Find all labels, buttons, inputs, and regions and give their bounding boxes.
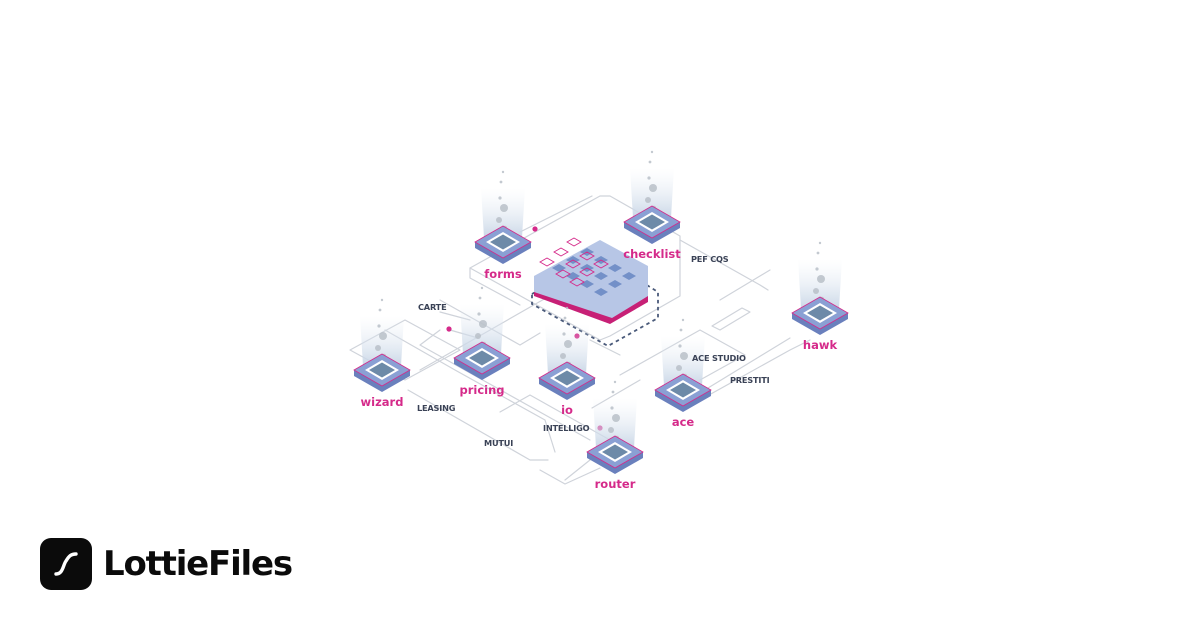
- edge-label: MUTUI: [484, 438, 513, 448]
- particle-dot: [499, 180, 503, 184]
- node-label: io: [561, 403, 573, 417]
- node-label: ace: [672, 415, 695, 429]
- node-label: wizard: [361, 395, 404, 409]
- particle-dot: [500, 204, 508, 212]
- lottie-s-curve-icon: [40, 538, 92, 590]
- node-label: hawk: [803, 338, 838, 352]
- particle-dot: [681, 318, 685, 322]
- node-label: checklist: [623, 247, 681, 261]
- particle-dot: [560, 353, 566, 359]
- particle-dot: [564, 340, 572, 348]
- particle-dot: [680, 352, 688, 360]
- particle-dot: [647, 176, 651, 180]
- brand-name: LottieFiles: [103, 544, 293, 584]
- particle-dot: [610, 406, 614, 410]
- node-io[interactable]: io: [538, 306, 596, 417]
- chip-core: [639, 214, 665, 230]
- particle-dot: [679, 328, 683, 332]
- chip-core: [490, 234, 516, 250]
- beam: [545, 324, 589, 374]
- particle-dot: [480, 286, 484, 290]
- node-label: router: [595, 477, 636, 491]
- central-board-outline: [469, 195, 681, 341]
- central-board: [534, 237, 648, 324]
- node-forms[interactable]: forms: [474, 170, 532, 281]
- particle-dot: [377, 324, 381, 328]
- beam: [593, 398, 637, 448]
- node-pricing[interactable]: pricing: [453, 286, 511, 397]
- edge-label: CARTE: [418, 302, 446, 312]
- node-ace[interactable]: ace: [654, 318, 712, 429]
- node-checklist[interactable]: checklist: [623, 150, 681, 261]
- edge-label: INTELLIGO: [543, 423, 590, 433]
- edge-label: PRESTITI: [730, 375, 770, 385]
- particle-dot: [565, 306, 569, 310]
- chip-core: [807, 305, 833, 321]
- beam: [460, 304, 504, 354]
- particle-dot: [501, 170, 505, 174]
- particle-dot: [378, 308, 382, 312]
- particle-dot: [608, 427, 614, 433]
- particle-dot: [613, 380, 617, 384]
- chip-core: [469, 350, 495, 366]
- particle-dot: [479, 320, 487, 328]
- particle-dot: [477, 312, 481, 316]
- particle-dot: [649, 184, 657, 192]
- chip-core: [670, 382, 696, 398]
- particle-dot: [611, 390, 615, 394]
- particle-dot: [380, 298, 384, 302]
- edge-label: ACE STUDIO: [692, 353, 746, 363]
- particle-dot: [815, 267, 819, 271]
- particle-dot: [648, 160, 652, 164]
- node-router[interactable]: router: [586, 380, 644, 491]
- node-hawk[interactable]: hawk: [791, 241, 849, 352]
- particle-dot: [817, 275, 825, 283]
- lottiefiles-logo[interactable]: LottieFiles: [40, 538, 293, 590]
- node-label: forms: [484, 267, 522, 281]
- particle-dot: [375, 345, 381, 351]
- edge-labels-layer: PEF CQS CARTE ACE STUDIO PRESTITI LEASING INT…: [417, 254, 770, 448]
- particle-dot: [475, 333, 481, 339]
- edge-label: PEF CQS: [691, 254, 729, 264]
- particle-dot: [813, 288, 819, 294]
- nodes-layer: forms checklist wizard pricing io router ace ha…: [353, 150, 849, 491]
- beam: [481, 188, 525, 238]
- chip-core: [554, 370, 580, 386]
- particle-dot: [478, 296, 482, 300]
- particle-dot: [612, 414, 620, 422]
- particle-dot: [676, 365, 682, 371]
- node-label: pricing: [459, 383, 504, 397]
- beam: [360, 316, 404, 366]
- particle-dot: [496, 217, 502, 223]
- beam: [630, 168, 674, 218]
- edge-label: LEASING: [417, 403, 456, 413]
- chip-core: [369, 362, 395, 378]
- particle-dot: [562, 332, 566, 336]
- beam: [798, 259, 842, 309]
- particle-dot: [678, 344, 682, 348]
- particle-dot: [650, 150, 654, 154]
- particle-dot: [379, 332, 387, 340]
- beam: [661, 336, 705, 386]
- particle-dot: [645, 197, 651, 203]
- particle-dot: [498, 196, 502, 200]
- particle-dot: [818, 241, 822, 245]
- particle-dot: [563, 316, 567, 320]
- node-wizard[interactable]: wizard: [353, 298, 411, 409]
- chip-core: [602, 444, 628, 460]
- particle-dot: [816, 251, 820, 255]
